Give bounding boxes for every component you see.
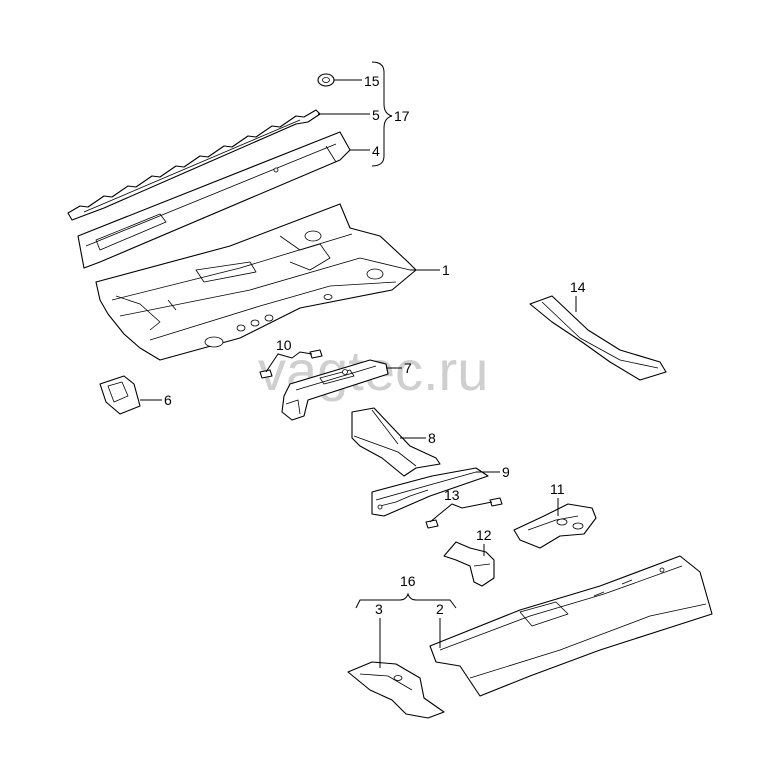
callout-11: 11 bbox=[550, 481, 565, 497]
callout-6: 6 bbox=[164, 392, 172, 408]
part-6-bracket[interactable] bbox=[99, 375, 141, 415]
part-14-longitudinal-member[interactable] bbox=[529, 295, 667, 381]
callout-5: 5 bbox=[372, 107, 380, 123]
part-8-tunnel-bracket[interactable] bbox=[351, 407, 441, 477]
callout-3: 3 bbox=[375, 601, 383, 617]
callout-9: 9 bbox=[502, 464, 510, 480]
part-9-cross-rail[interactable] bbox=[371, 467, 489, 517]
part-3-side-bracket[interactable] bbox=[347, 661, 445, 719]
callout-8: 8 bbox=[428, 430, 436, 446]
callout-7: 7 bbox=[404, 360, 412, 376]
part-10-plates[interactable] bbox=[259, 349, 323, 379]
callout-15: 15 bbox=[364, 73, 380, 89]
part-1-floor-panel[interactable] bbox=[95, 203, 417, 361]
part-7-cross-member[interactable] bbox=[281, 359, 389, 421]
callout-16: 16 bbox=[400, 573, 416, 589]
part-15-grommet[interactable] bbox=[317, 73, 335, 87]
callout-10: 10 bbox=[276, 337, 292, 353]
part-13-plates[interactable] bbox=[425, 497, 503, 529]
callout-14: 14 bbox=[570, 279, 586, 295]
callout-2: 2 bbox=[436, 601, 444, 617]
callout-12: 12 bbox=[476, 527, 492, 543]
callout-1: 1 bbox=[442, 262, 450, 278]
leader-lines bbox=[140, 61, 577, 668]
callout-labels: 15 5 17 4 1 14 10 7 6 8 9 11 13 12 16 3 … bbox=[164, 73, 586, 617]
part-5-reinforcement-strip[interactable] bbox=[67, 109, 321, 221]
part-11-support-plate[interactable] bbox=[513, 503, 597, 549]
part-12-bracket[interactable] bbox=[443, 541, 495, 587]
callout-13: 13 bbox=[444, 487, 460, 503]
callout-17: 17 bbox=[394, 108, 410, 124]
part-4-sill-panel[interactable] bbox=[77, 131, 351, 269]
part-2-rear-side-member[interactable] bbox=[429, 555, 713, 697]
callout-4: 4 bbox=[372, 143, 380, 159]
